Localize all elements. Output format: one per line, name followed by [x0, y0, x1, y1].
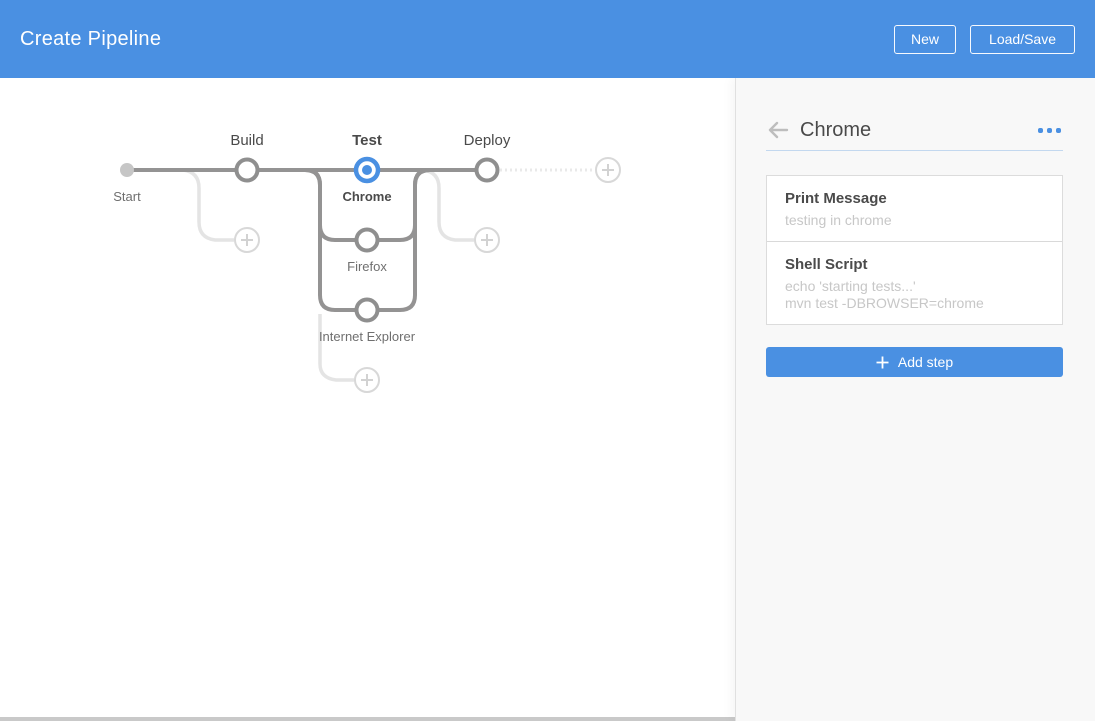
- connector-add-branch-test: [318, 314, 354, 382]
- connector-add-branch-build: [182, 168, 234, 242]
- step-detail: mvn test -DBROWSER=chrome: [785, 295, 984, 311]
- branch-label-chrome[interactable]: Chrome: [342, 189, 391, 204]
- panel-divider: [766, 150, 1063, 151]
- page-title: Create Pipeline: [20, 27, 162, 50]
- add-parallel-branch-build-button[interactable]: [234, 227, 260, 253]
- header-actions: New Load/Save: [894, 24, 1075, 54]
- pipeline-graph: Build Test Deploy Start Chrome Firefox I…: [113, 132, 621, 393]
- start-node: [120, 163, 134, 177]
- ellipsis-menu-icon[interactable]: [1036, 122, 1063, 139]
- add-parallel-branch-test-button[interactable]: [354, 367, 380, 393]
- stage-label-build[interactable]: Build: [230, 132, 263, 149]
- stage-node-deploy[interactable]: [474, 157, 500, 183]
- plus-icon: [241, 234, 253, 246]
- new-button[interactable]: New: [894, 24, 957, 54]
- add-parallel-branch-deploy-button[interactable]: [474, 227, 500, 253]
- load-save-button[interactable]: Load/Save: [970, 24, 1075, 54]
- step-card[interactable]: Print Message testing in chrome: [767, 176, 1062, 241]
- stage-label-deploy[interactable]: Deploy: [464, 132, 511, 149]
- step-title: Print Message: [785, 190, 887, 207]
- stage-label-test[interactable]: Test: [352, 132, 382, 149]
- add-step-label: Add step: [897, 354, 954, 370]
- stage-node-test-chrome-selected[interactable]: [353, 156, 381, 184]
- header-bar: Create Pipeline New Load/Save: [0, 0, 1095, 78]
- stage-node-build[interactable]: [234, 157, 260, 183]
- stage-detail-panel: Chrome Print Message testing in chrome S…: [735, 78, 1095, 721]
- steps-list: Print Message testing in chrome Shell Sc…: [766, 175, 1063, 325]
- step-detail: testing in chrome: [785, 212, 892, 228]
- pipeline-editor-canvas: Build Test Deploy Start Chrome Firefox I…: [0, 78, 735, 721]
- plus-icon: [481, 234, 493, 246]
- add-step-button[interactable]: Add step: [766, 347, 1063, 377]
- branch-label-firefox[interactable]: Firefox: [347, 259, 387, 274]
- plus-icon: [361, 374, 373, 386]
- add-stage-button[interactable]: [595, 157, 621, 183]
- branch-node-firefox[interactable]: [354, 227, 380, 253]
- plus-icon: [602, 164, 614, 176]
- step-detail: echo 'starting tests...': [785, 278, 916, 294]
- horizontal-scrollbar[interactable]: [0, 717, 735, 721]
- arrow-left-icon[interactable]: [766, 118, 790, 142]
- panel-header: Chrome: [766, 112, 1063, 148]
- connector-add-branch-deploy: [422, 168, 474, 242]
- step-title: Shell Script: [785, 256, 868, 273]
- branch-label-internet-explorer[interactable]: Internet Explorer: [319, 329, 416, 344]
- step-card[interactable]: Shell Script echo 'starting tests...' mv…: [767, 241, 1062, 324]
- start-label: Start: [113, 189, 141, 204]
- plus-icon: [876, 356, 889, 368]
- panel-title: Chrome: [800, 118, 872, 141]
- branch-node-internet-explorer[interactable]: [354, 297, 380, 323]
